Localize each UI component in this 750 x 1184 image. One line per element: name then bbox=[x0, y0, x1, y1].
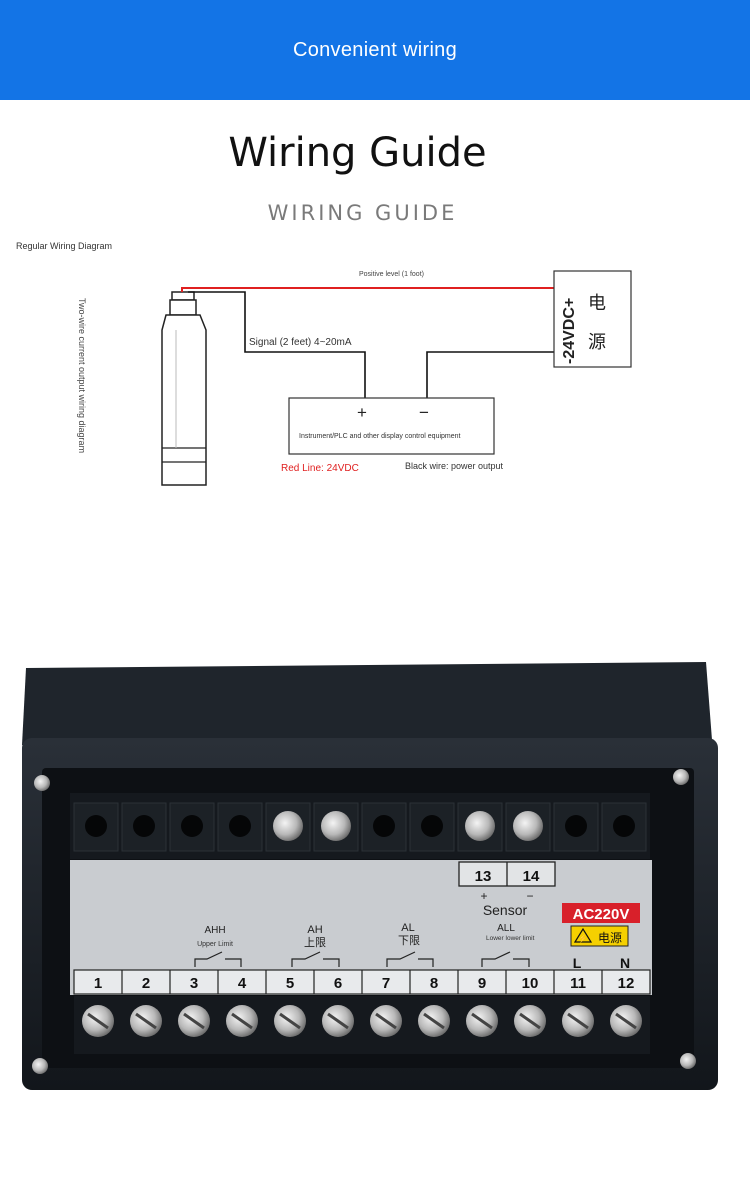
power-badge bbox=[562, 903, 640, 923]
wiring-diagram: Two-wire current output wiring diagram P… bbox=[77, 270, 632, 486]
sensor-label: Sensor bbox=[483, 902, 528, 918]
power-negative-wire bbox=[426, 351, 555, 398]
relay-switch-icons bbox=[194, 951, 530, 967]
relay-all: ALL bbox=[497, 923, 515, 934]
power-badge-text: AC220V bbox=[573, 906, 630, 923]
terminal-number: 11 bbox=[570, 975, 586, 992]
terminal-number: 2 bbox=[142, 975, 150, 992]
terminal-13: 13 bbox=[475, 868, 492, 885]
bottom-terminal-block bbox=[74, 996, 650, 1054]
power-supply-box: -24VDC+ 电 源 bbox=[553, 270, 632, 368]
instrument-box: + − Instrument/PLC and other display con… bbox=[288, 397, 495, 455]
terminal-number: 6 bbox=[334, 975, 342, 992]
terminal-number: 1 bbox=[94, 975, 102, 992]
diagram-label: Regular Wiring Diagram bbox=[16, 241, 113, 251]
terminal-number: 12 bbox=[618, 975, 635, 992]
controller-device: 13 14 + − Sensor AC220V ⚡ 电源 AHH Upper L… bbox=[22, 662, 718, 1090]
housing-top bbox=[22, 662, 712, 745]
signal-label: Signal (2 feet) 4~20mA bbox=[249, 337, 352, 348]
terminal-number: 3 bbox=[190, 975, 198, 992]
line-l: L bbox=[573, 955, 582, 971]
positive-label: Positive level (1 foot) bbox=[359, 271, 424, 278]
instrument-minus: − bbox=[419, 403, 429, 422]
relay-ah-sub: 上限 bbox=[304, 936, 326, 949]
sensor-minus: − bbox=[526, 889, 533, 903]
terminal-screw-icon bbox=[82, 1005, 642, 1037]
terminal-number: 8 bbox=[430, 975, 438, 992]
relay-ahh-sub: Upper Limit bbox=[197, 941, 233, 948]
pressure-sensor-icon bbox=[161, 291, 207, 486]
sensor-plus: + bbox=[480, 889, 487, 903]
instrument-text: Instrument/PLC and other display control… bbox=[299, 433, 461, 440]
terminal-number: 5 bbox=[286, 975, 294, 992]
side-label: Two-wire current output wiring diagram bbox=[77, 298, 87, 453]
relay-all-sub: Lower lower limit bbox=[486, 935, 535, 942]
relay-al: AL bbox=[401, 922, 414, 934]
instrument-plus: + bbox=[357, 403, 367, 422]
terminal-number: 4 bbox=[238, 975, 247, 992]
signal-wire bbox=[188, 291, 366, 398]
red-line-label: Red Line: 24VDC bbox=[281, 463, 359, 474]
black-wire-label: Black wire: power output bbox=[405, 461, 504, 471]
svg-text:⚡: ⚡ bbox=[578, 933, 588, 943]
relay-al-sub: 下限 bbox=[398, 934, 420, 947]
page-subtitle: WIRING GUIDE bbox=[267, 201, 458, 225]
top-terminal-block bbox=[70, 793, 650, 859]
power-char-2: 源 bbox=[588, 332, 606, 352]
power-char-1: 电 bbox=[588, 293, 606, 313]
relay-ahh: AHH bbox=[204, 925, 225, 936]
terminal-number: 7 bbox=[382, 975, 390, 992]
terminal-14: 14 bbox=[523, 868, 540, 885]
top-banner: Convenient wiring bbox=[0, 0, 750, 100]
power-warning-text: 电源 bbox=[598, 931, 622, 945]
power-voltage: -24VDC+ bbox=[561, 298, 578, 364]
terminal-number: 10 bbox=[522, 975, 539, 992]
corner-screw-icon bbox=[32, 769, 696, 1074]
page-title: Wiring Guide bbox=[228, 130, 487, 176]
top-terminal-slots bbox=[73, 802, 647, 852]
banner-title: Convenient wiring bbox=[292, 38, 458, 61]
line-n: N bbox=[620, 955, 630, 971]
red-wire bbox=[181, 287, 555, 292]
relay-ah: AH bbox=[307, 924, 322, 936]
terminal-number: 9 bbox=[478, 975, 486, 992]
warning-icon bbox=[573, 927, 593, 943]
